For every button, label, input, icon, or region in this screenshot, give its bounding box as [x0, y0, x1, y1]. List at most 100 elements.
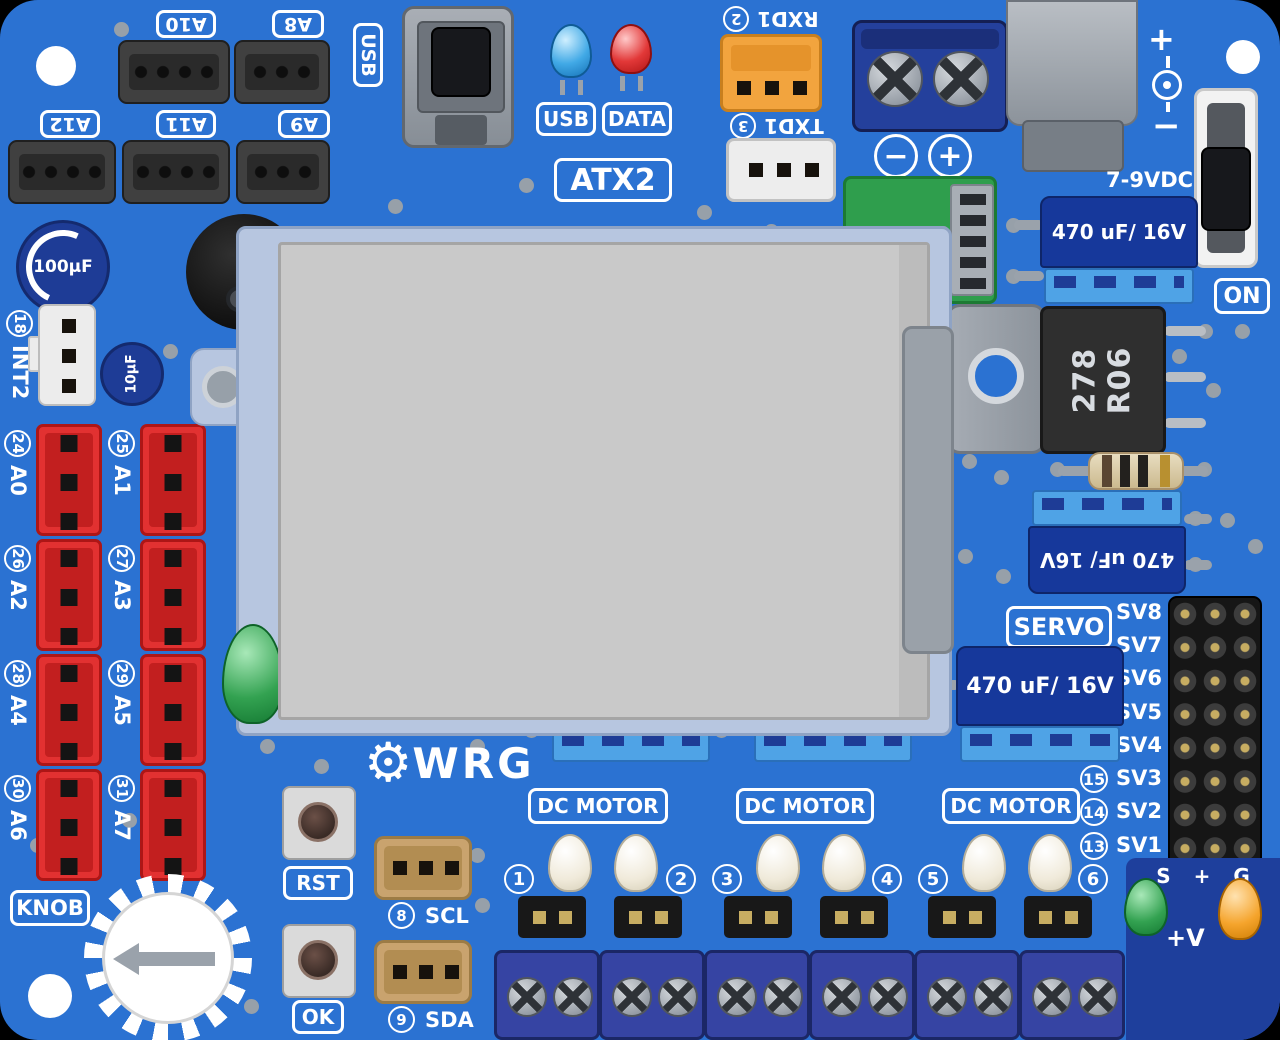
via	[1235, 324, 1250, 339]
sleeve-hatch	[1042, 498, 1172, 510]
polarity-line	[1166, 102, 1170, 112]
terminal-minus-mark: −	[874, 134, 918, 178]
dc-motor-label-2: DC MOTOR	[736, 788, 874, 824]
port-a11-header	[122, 140, 230, 204]
power-switch[interactable]	[1194, 88, 1258, 268]
via	[475, 898, 490, 913]
port-a8-label: A8	[272, 10, 324, 38]
via	[163, 344, 178, 359]
lcd-screen	[278, 242, 930, 720]
led-leg	[620, 76, 625, 91]
terminal-screw[interactable]	[868, 977, 908, 1017]
resistor-band	[1160, 455, 1170, 487]
terminal-screw[interactable]	[507, 977, 547, 1017]
reset-button-base	[282, 786, 356, 860]
header-pins	[132, 165, 220, 179]
port-label-text: A2	[6, 580, 30, 611]
reset-button[interactable]	[298, 802, 338, 842]
regulator-pin	[1164, 372, 1206, 382]
ok-button[interactable]	[298, 940, 338, 980]
terminal-screw[interactable]	[612, 977, 652, 1017]
motor-led-2	[614, 834, 658, 892]
switch-knob[interactable]	[1201, 147, 1251, 231]
header-pins	[18, 165, 106, 179]
port-pin-number: 24	[4, 430, 32, 457]
terminal-screw[interactable]	[1078, 977, 1118, 1017]
jack-minus-mark: −	[1152, 106, 1181, 146]
port-a12-header	[8, 140, 116, 204]
usb-slide-switch[interactable]	[402, 6, 514, 148]
motor-channel-3: 3	[712, 864, 742, 894]
servo-pin-sv1: SV1	[1116, 833, 1162, 857]
terminal-screw[interactable]	[927, 977, 967, 1017]
power-led	[222, 624, 284, 724]
servo-label: SERVO	[1006, 606, 1112, 648]
port-pin-number: 31	[108, 775, 136, 802]
on-label: ON	[1214, 278, 1270, 314]
port-pin-number: 26	[4, 545, 32, 572]
txd1-pin-number: 3	[730, 113, 757, 139]
data-led-label: DATA	[602, 102, 672, 136]
motor-jumper	[518, 896, 586, 938]
servo-power-led-green	[1124, 878, 1168, 936]
switch-knob[interactable]	[431, 27, 491, 97]
mounting-hole	[36, 46, 76, 86]
port-a9-label: A9	[278, 110, 330, 138]
brand-name: WRG	[412, 738, 535, 788]
via	[958, 549, 973, 564]
motor-led-3	[756, 834, 800, 892]
resistor-band	[1138, 455, 1148, 487]
port-a9-header	[236, 140, 330, 204]
terminal-screw[interactable]	[867, 51, 923, 107]
terminal-screw[interactable]	[717, 977, 757, 1017]
port-label-text: A6	[6, 810, 30, 841]
led-leg	[638, 76, 643, 91]
via	[122, 813, 137, 828]
terminal-screw[interactable]	[933, 51, 989, 107]
mounting-hole	[1226, 40, 1260, 74]
via	[1220, 513, 1235, 528]
jack-plus-mark: +	[1148, 20, 1175, 58]
motor-channel-6: 6	[1078, 864, 1108, 894]
via	[697, 205, 712, 220]
header-pins	[250, 165, 316, 179]
terminal-screw[interactable]	[763, 977, 803, 1017]
capacitor-lead	[1014, 271, 1044, 281]
servo-pin-header	[1168, 596, 1262, 868]
connector-slots	[960, 194, 986, 289]
via	[314, 759, 329, 774]
capacitor-100uf: 100µF	[15, 219, 111, 315]
port-label-text: A1	[110, 465, 134, 496]
resistor-body	[1088, 452, 1184, 490]
servo-pin-number-15: 15	[1080, 765, 1108, 793]
terminal-screw[interactable]	[553, 977, 593, 1017]
lcd-connector-tab	[902, 326, 954, 654]
motor-terminal	[1019, 950, 1125, 1040]
port-a8-header	[234, 40, 330, 104]
terminal-screw[interactable]	[973, 977, 1013, 1017]
sda-label: 9 SDA	[388, 1006, 474, 1033]
motor-terminal	[494, 950, 600, 1040]
dc-motor-label-3: DC MOTOR	[942, 788, 1080, 824]
input-voltage-label: 7-9VDC	[1106, 168, 1194, 192]
capacitor-10uf-label: 10µF	[123, 354, 140, 394]
connector-pins	[60, 665, 78, 761]
connector-pins	[60, 435, 78, 531]
port-a10-header	[118, 40, 230, 104]
knob-pointer-shaft	[135, 952, 215, 966]
terminal-screw[interactable]	[822, 977, 862, 1017]
capacitor-lead	[1184, 560, 1212, 570]
led-leg	[560, 80, 565, 95]
motor-terminal	[704, 950, 810, 1040]
terminal-screw[interactable]	[1032, 977, 1072, 1017]
knob-dial[interactable]	[102, 892, 234, 1024]
terminal-screw[interactable]	[658, 977, 698, 1017]
strip-hatch	[562, 734, 700, 746]
knob-label: KNOB	[10, 890, 90, 926]
motor-channel-1: 1	[504, 864, 534, 894]
connector-pins	[62, 319, 76, 393]
